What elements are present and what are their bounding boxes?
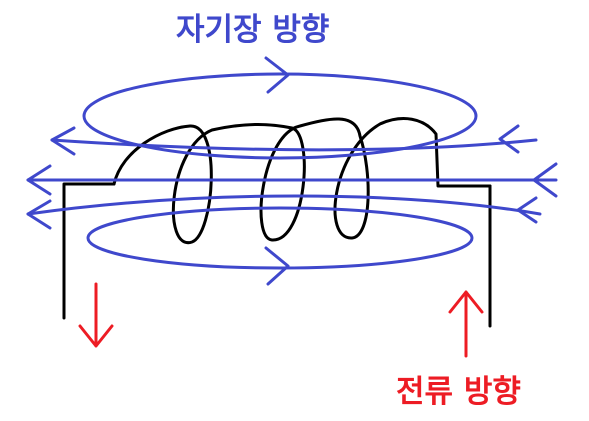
field-line-2-right-arrow [532, 162, 558, 198]
current-arrow-down [78, 282, 114, 348]
magnetic-field-direction-label: 자기장 방향 [176, 12, 330, 48]
field-line-3-right-arrow [516, 196, 538, 224]
field-line-1-left-arrow [50, 126, 76, 156]
field-loop-bottom [86, 206, 474, 270]
field-loop-bottom-arrow [264, 246, 290, 286]
solenoid-coil [112, 117, 492, 244]
wire-and-coil [62, 117, 492, 328]
field-line-3-left-arrow [26, 199, 52, 230]
field-loop-top-arrow [264, 56, 290, 94]
current-direction-arrows [78, 282, 484, 358]
field-line-3 [26, 194, 542, 216]
field-line-1 [50, 138, 538, 152]
magnetic-field-lines [26, 56, 558, 286]
current-direction-label: 전류 방향 [396, 374, 521, 410]
field-line-2-left-arrow [26, 164, 52, 196]
field-line-1-right-arrow [498, 124, 520, 154]
field-loop-top [82, 72, 478, 160]
left-lead-wire [62, 182, 116, 320]
current-arrow-up [448, 290, 484, 358]
